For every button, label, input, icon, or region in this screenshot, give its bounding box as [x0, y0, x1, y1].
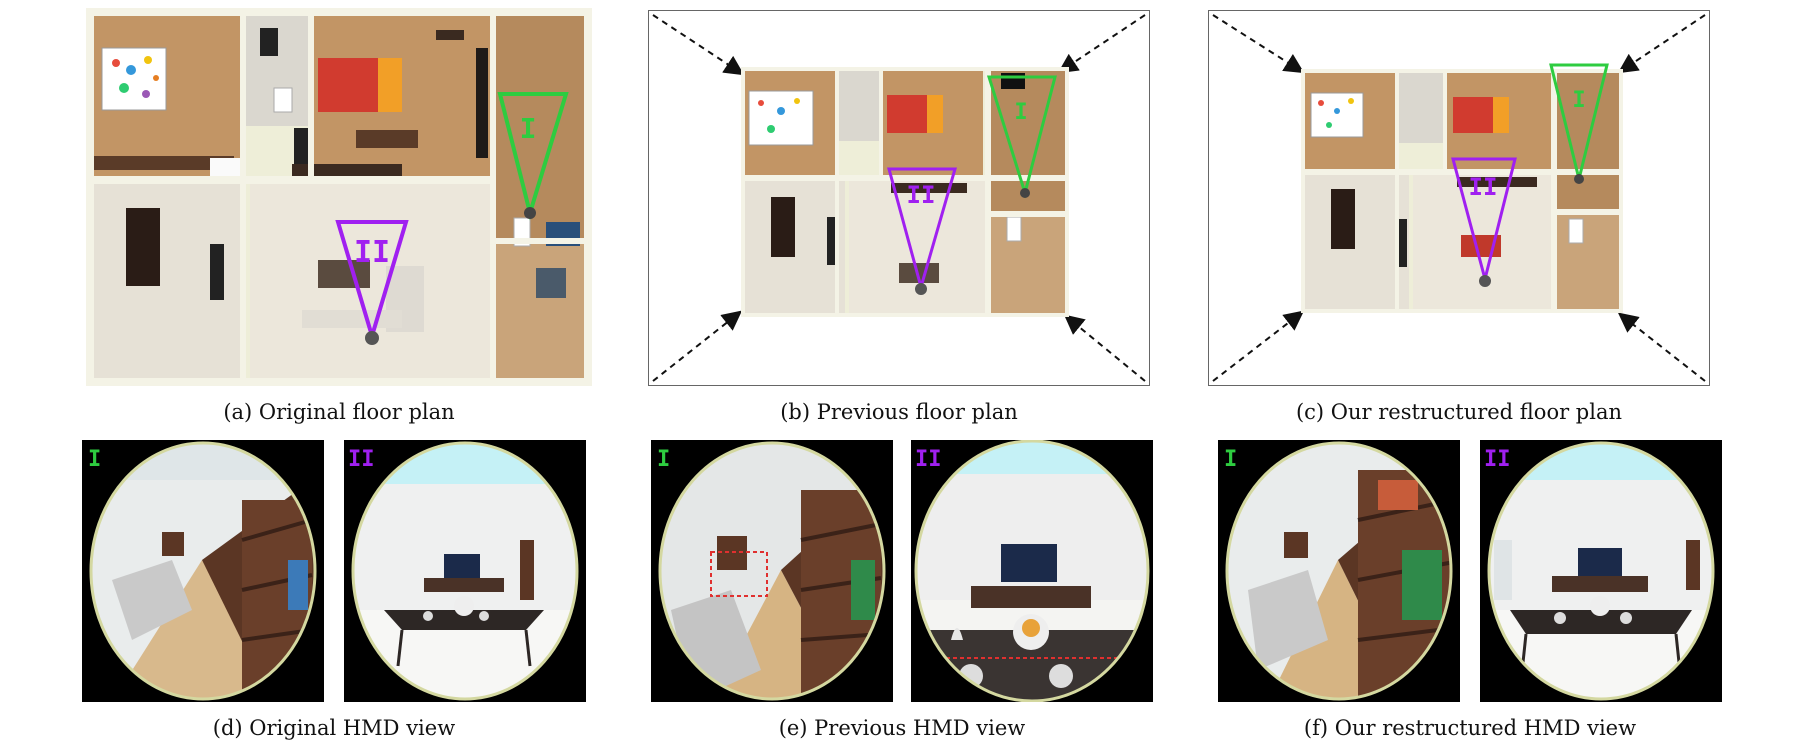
caption-previous-floor-plan: (b) Previous floor plan	[780, 400, 1018, 424]
marker-two-label: II	[354, 235, 390, 270]
caption-restructured-floor-plan: (c) Our restructured floor plan	[1295, 400, 1623, 424]
hmd-marker-two: II	[915, 447, 942, 472]
caption-original-hmd-view: (d) Original HMD view	[212, 716, 456, 740]
original-hmd-view-one: I	[82, 440, 324, 702]
marker-one-label: I	[1014, 100, 1027, 125]
caption-restructured-hmd-view: (f) Our restructured HMD view	[1303, 716, 1637, 740]
previous-hmd-view-two: II	[911, 440, 1153, 702]
previous-hmd-view-one: I	[651, 440, 893, 702]
caption-original-floor-plan: (a) Original floor plan	[223, 400, 455, 424]
original-floor-plan: I II	[86, 8, 592, 386]
restructured-floor-plan: I II	[1208, 10, 1710, 386]
caption-previous-hmd-view: (e) Previous HMD view	[778, 716, 1026, 740]
restructured-hmd-view-two: II	[1480, 440, 1722, 702]
hmd-marker-two: II	[348, 447, 375, 472]
hmd-marker-one: I	[88, 447, 101, 472]
marker-one-label: I	[520, 112, 537, 145]
hmd-marker-one: I	[657, 447, 670, 472]
restructured-hmd-view-one: I	[1218, 440, 1460, 702]
original-hmd-view-two: II	[344, 440, 586, 702]
marker-one-label: I	[1572, 88, 1585, 113]
hmd-marker-one: I	[1224, 447, 1237, 472]
hmd-marker-two: II	[1484, 447, 1511, 472]
previous-floor-plan: I II	[648, 10, 1150, 386]
marker-two-label: II	[1469, 173, 1498, 201]
marker-two-label: II	[907, 181, 936, 209]
